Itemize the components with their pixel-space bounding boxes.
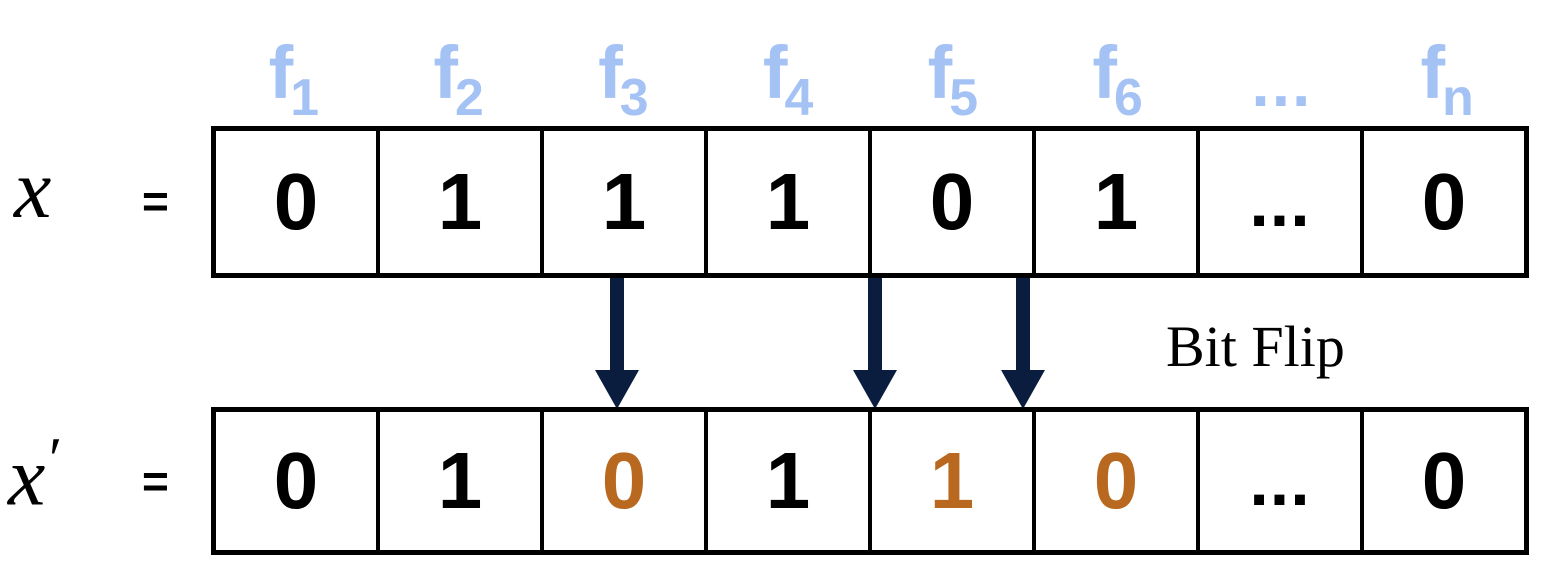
- bit-flip-annotation: Bit Flip: [1166, 314, 1345, 379]
- equals-sign-x-prime: =: [142, 455, 169, 507]
- feature-header-cell: f2: [376, 18, 541, 127]
- down-arrow-icon: [595, 278, 639, 409]
- bit-cell-ellipsis: ...: [1200, 131, 1364, 273]
- flip-arrow-f5: [852, 278, 898, 409]
- flip-arrow-f3: [594, 278, 640, 409]
- bit-cell[interactable]: 0: [872, 131, 1036, 273]
- bit-vector-perturbed: 0 1 0 1 1 0 ... 0: [211, 407, 1529, 555]
- feature-header-cell: f1: [211, 18, 376, 127]
- bit-cell-flipped[interactable]: 0: [544, 412, 708, 550]
- feature-header-cell: f3: [541, 18, 706, 127]
- feature-header-cell: f6: [1035, 18, 1200, 127]
- down-arrow-icon: [853, 278, 897, 409]
- equals-sign-x: =: [142, 175, 169, 227]
- feature-label-fn: fn: [1420, 30, 1473, 127]
- bit-cell-flipped[interactable]: 0: [1036, 412, 1200, 550]
- down-arrow-icon: [1001, 278, 1045, 409]
- bit-cell[interactable]: 1: [380, 412, 544, 550]
- bit-cell[interactable]: 1: [544, 131, 708, 273]
- bit-cell[interactable]: 0: [216, 131, 380, 273]
- feature-label-f3: f3: [598, 30, 648, 127]
- bit-cell[interactable]: 0: [1364, 412, 1524, 550]
- feature-header-cell: f4: [705, 18, 870, 127]
- feature-label-f2: f2: [433, 30, 483, 127]
- bit-cell[interactable]: 1: [708, 131, 872, 273]
- row-label-x: x: [14, 143, 52, 236]
- feature-label-f4: f4: [762, 30, 813, 127]
- feature-label-f5: f5: [927, 30, 978, 127]
- bit-vector-original: 0 1 1 1 0 1 ... 0: [211, 126, 1529, 278]
- bit-cell[interactable]: 0: [216, 412, 380, 550]
- bit-cell[interactable]: 1: [1036, 131, 1200, 273]
- bit-cell[interactable]: 1: [708, 412, 872, 550]
- bit-cell-ellipsis: ...: [1200, 412, 1364, 550]
- bit-cell[interactable]: 1: [380, 131, 544, 273]
- flip-arrow-f6: [1000, 278, 1046, 409]
- feature-header-cell: fn: [1364, 18, 1529, 127]
- feature-header-row: f1 f2 f3 f4 f5 f6 ... fn: [211, 18, 1529, 127]
- feature-header-cell: ...: [1200, 18, 1365, 122]
- bit-cell[interactable]: 0: [1364, 131, 1524, 273]
- bit-cell-flipped[interactable]: 1: [872, 412, 1036, 550]
- feature-label-f6: f6: [1092, 30, 1142, 127]
- row-label-x-prime: x′: [8, 426, 59, 524]
- feature-label-f1: f1: [268, 30, 319, 127]
- feature-header-cell: f5: [870, 18, 1035, 127]
- feature-label-ellipsis: ...: [1251, 46, 1313, 120]
